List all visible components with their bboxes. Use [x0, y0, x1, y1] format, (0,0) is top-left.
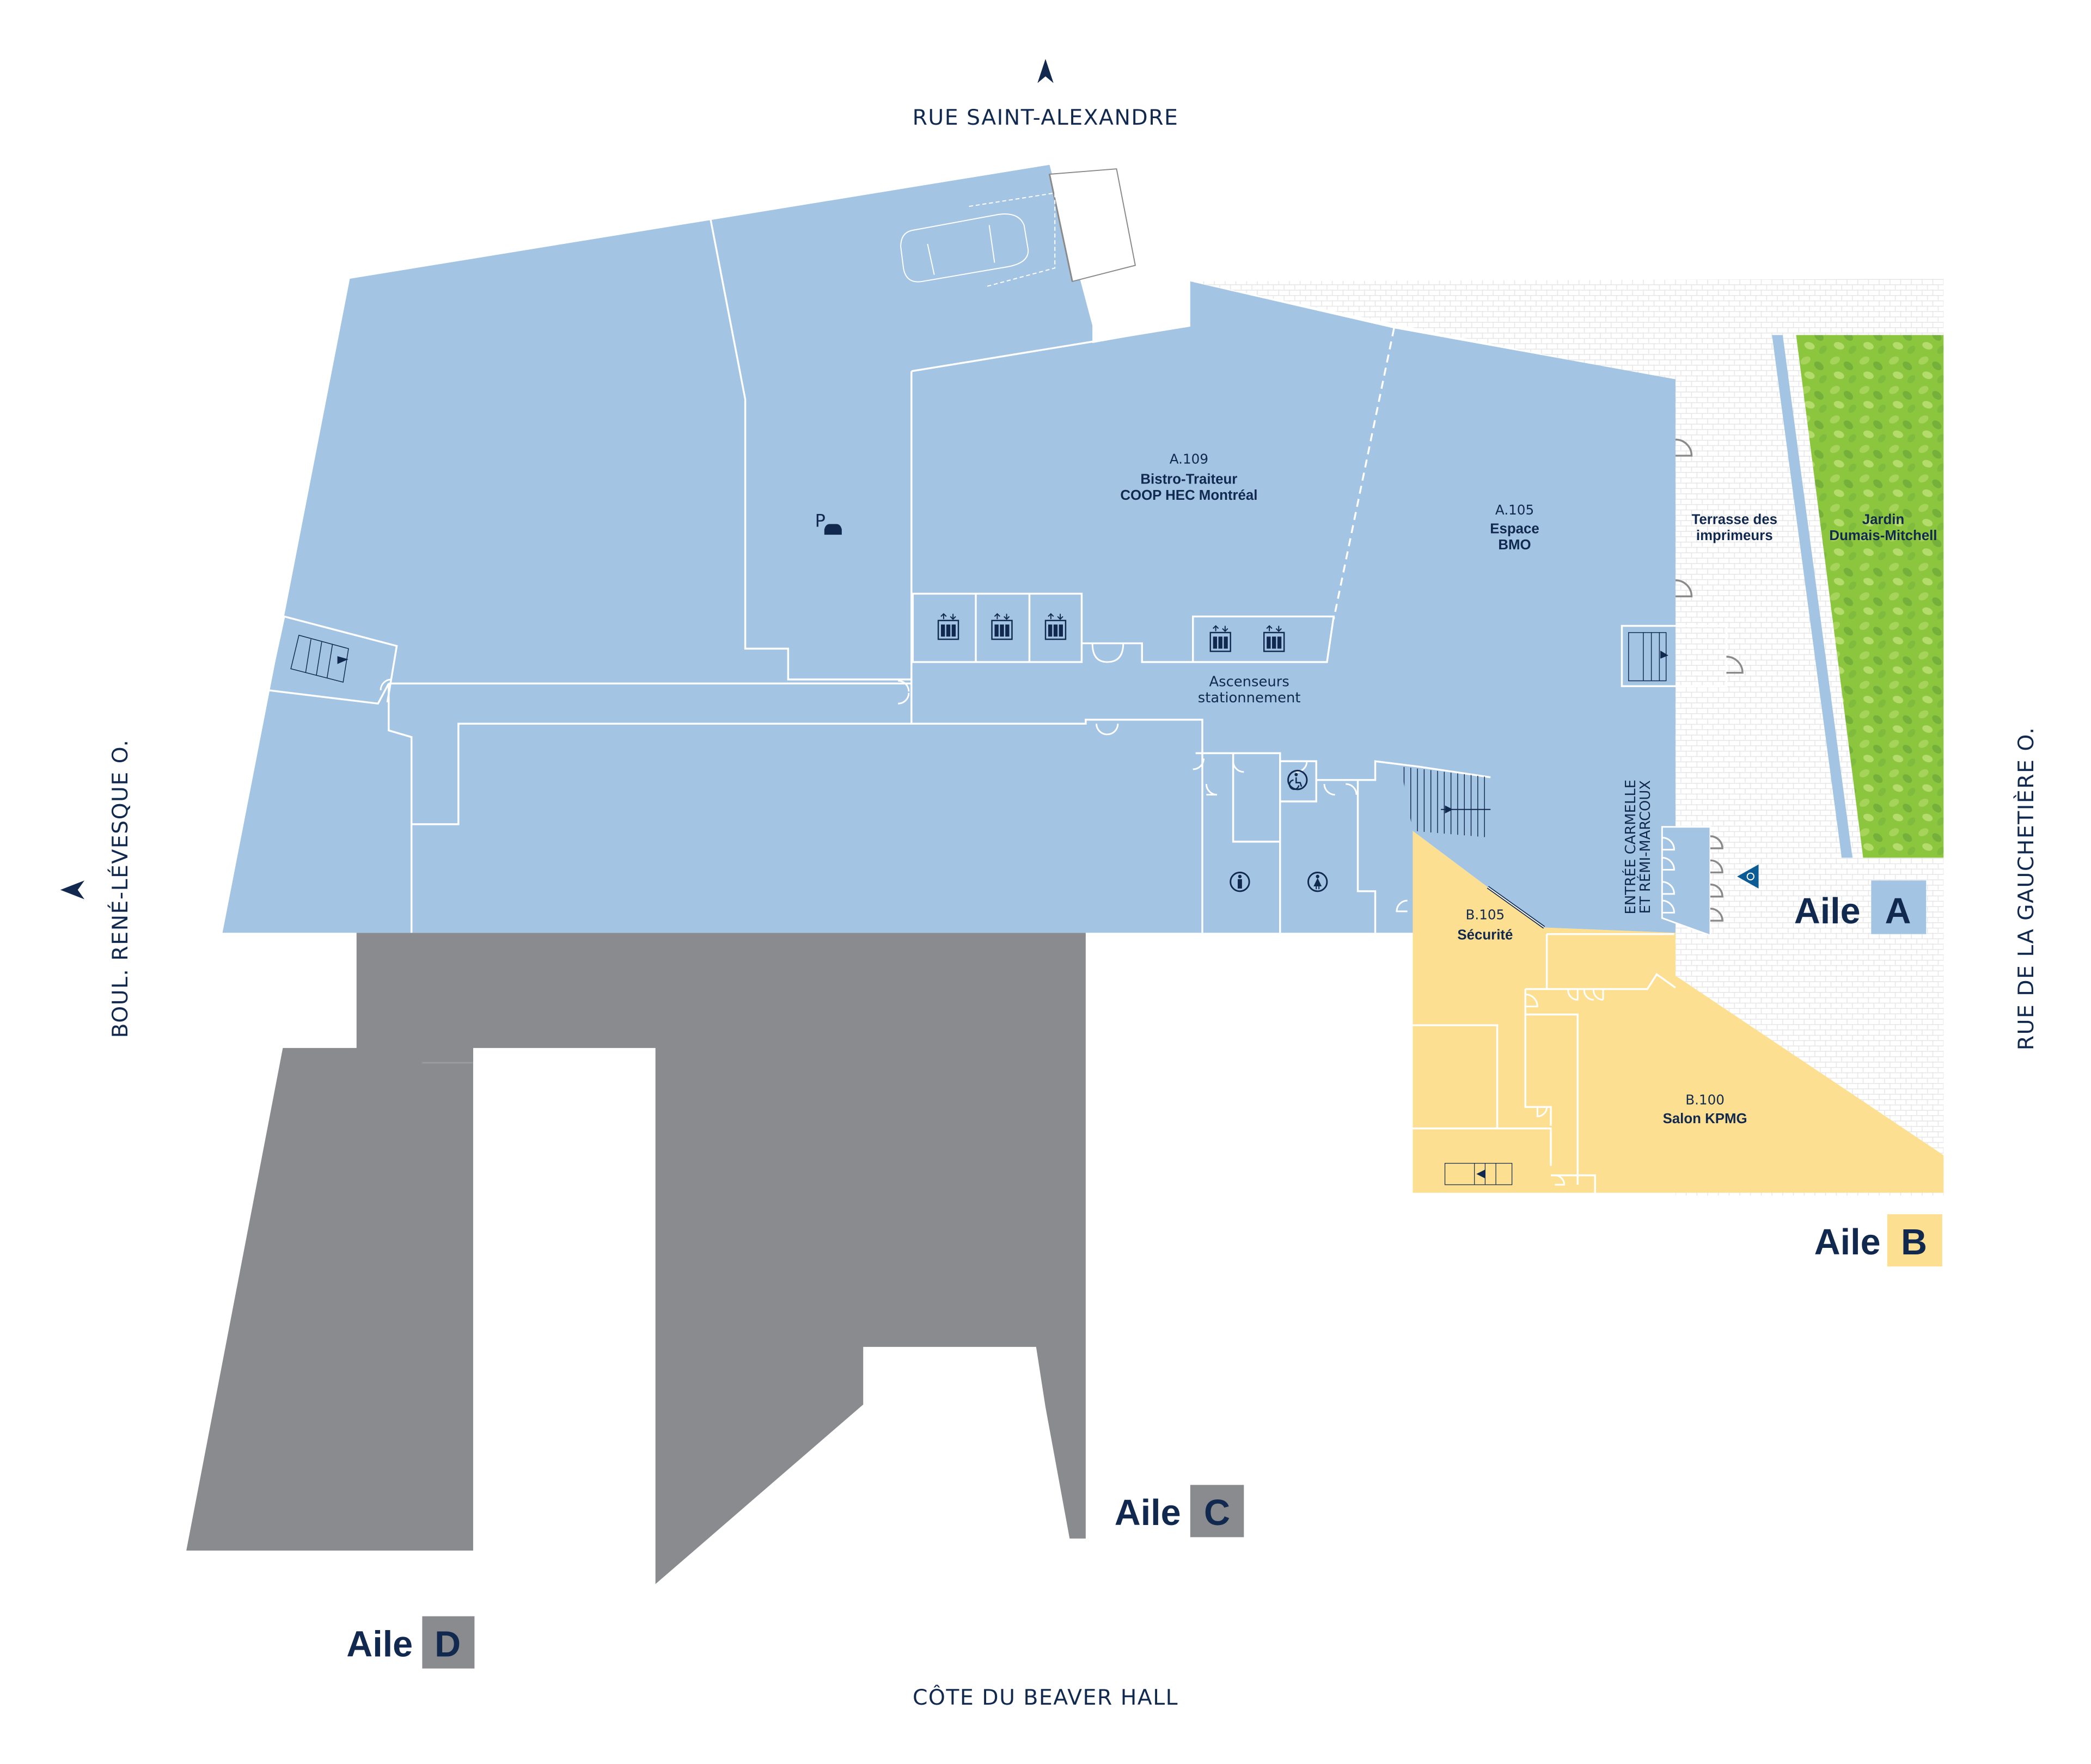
stairs-icon-west	[290, 634, 349, 683]
parking-car-icon: P	[815, 510, 842, 535]
elevator-icon	[937, 612, 959, 640]
svg-text:stationnement: stationnement	[1198, 690, 1301, 706]
elevator-icons	[937, 612, 1285, 652]
wing-b-label[interactable]: Aile B	[1814, 1214, 1942, 1267]
svg-text:B.105: B.105	[1466, 907, 1505, 923]
elevators-parking-label: Ascenseurs stationnement	[1198, 673, 1301, 706]
svg-text:A: A	[1885, 891, 1911, 932]
street-label-north: RUE SAINT-ALEXANDRE	[913, 105, 1179, 130]
street-label-west: BOUL. RENÉ-LÉVESQUE O.	[107, 739, 133, 1038]
room-b100[interactable]: B.100 Salon KPMG	[1663, 1092, 1747, 1126]
svg-text:Dumais-Mitchell: Dumais-Mitchell	[1829, 528, 1937, 543]
terrasse-label[interactable]: Terrasse des imprimeurs	[1691, 512, 1777, 543]
svg-text:Salon KPMG: Salon KPMG	[1663, 1111, 1747, 1126]
svg-text:Sécurité: Sécurité	[1457, 928, 1513, 943]
terrace-doors	[1675, 438, 1744, 922]
svg-text:ET RÉMI-MARCOUX: ET RÉMI-MARCOUX	[1636, 780, 1654, 914]
wing-a-label[interactable]: Aile A	[1794, 880, 1927, 934]
street-label-south: CÔTE DU BEAVER HALL	[913, 1685, 1178, 1710]
stairs-icon-central	[1401, 767, 1491, 838]
room-a105[interactable]: A.105 Espace BMO	[1490, 502, 1539, 553]
accessible-entrance-icon	[1737, 864, 1759, 889]
elevator-icon	[1044, 612, 1067, 640]
room-a109[interactable]: A.109 Bistro-Traiteur COOP HEC Montréal	[1120, 451, 1257, 503]
car-outline-icon	[900, 192, 1056, 287]
svg-text:ENTRÉE CARMELLE: ENTRÉE CARMELLE	[1622, 780, 1639, 915]
terrasse-paving	[1190, 279, 1944, 1196]
restroom-men-icon	[1230, 871, 1250, 892]
stairs-icon-south	[1444, 1163, 1513, 1185]
elevator-icon	[1209, 625, 1231, 652]
wing-a-shape	[222, 164, 1728, 937]
terrace-walkway	[1772, 335, 1852, 858]
restroom-women-icon	[1307, 871, 1328, 892]
svg-text:Aile: Aile	[1814, 1222, 1881, 1263]
stairs-icon-east	[1628, 632, 1668, 682]
jardin-dumais-mitchell	[1796, 335, 1944, 858]
svg-text:BMO: BMO	[1498, 537, 1531, 553]
svg-text:Espace: Espace	[1490, 522, 1539, 537]
svg-text:Bistro-Traiteur: Bistro-Traiteur	[1140, 472, 1237, 487]
west-arrow-icon	[60, 880, 85, 899]
wing-c-d-shapes	[186, 933, 1086, 1584]
wheelchair-accessible-icon	[1287, 769, 1308, 791]
svg-text:Jardin: Jardin	[1862, 512, 1905, 527]
svg-text:A.105: A.105	[1495, 502, 1534, 518]
svg-text:A.109: A.109	[1170, 451, 1208, 467]
wing-d-label[interactable]: Aile D	[346, 1616, 475, 1669]
svg-text:D: D	[435, 1624, 461, 1664]
svg-text:imprimeurs: imprimeurs	[1696, 528, 1773, 543]
svg-text:Terrasse des: Terrasse des	[1691, 512, 1777, 527]
street-label-east: RUE DE LA GAUCHETIÈRE O.	[2013, 727, 2039, 1050]
svg-text:Aile: Aile	[1115, 1493, 1181, 1533]
elevator-icon	[991, 612, 1013, 640]
svg-text:B.100: B.100	[1685, 1092, 1725, 1107]
entrance-label: ENTRÉE CARMELLE ET RÉMI-MARCOUX	[1622, 780, 1654, 915]
svg-text:Aile: Aile	[1794, 891, 1861, 932]
room-b105[interactable]: B.105 Sécurité	[1457, 907, 1513, 943]
svg-text:C: C	[1204, 1493, 1230, 1533]
svg-text:Ascenseurs: Ascenseurs	[1209, 673, 1289, 690]
wing-c-label[interactable]: Aile C	[1115, 1485, 1244, 1538]
svg-text:COOP HEC Montréal: COOP HEC Montréal	[1120, 488, 1257, 503]
svg-text:P: P	[815, 510, 826, 531]
elevator-icon	[1263, 625, 1285, 652]
north-arrow-icon	[1037, 59, 1054, 83]
svg-text:B: B	[1901, 1222, 1927, 1263]
wing-b-shape	[1413, 831, 1944, 1193]
svg-text:Aile: Aile	[346, 1624, 413, 1664]
jardin-label[interactable]: Jardin Dumais-Mitchell	[1829, 512, 1937, 543]
